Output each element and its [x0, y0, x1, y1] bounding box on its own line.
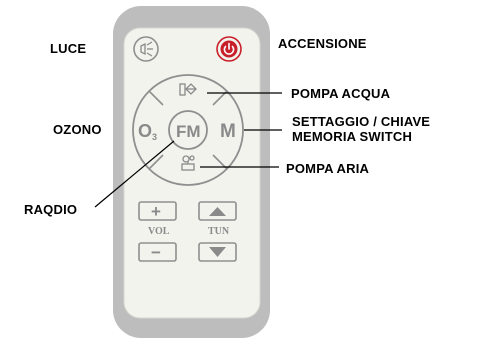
tune-up-button[interactable]: [198, 201, 237, 221]
label-settaggio-line1: SETTAGGIO / CHIAVE: [292, 114, 431, 129]
volume-up-button[interactable]: +: [138, 201, 177, 221]
fm-button-label: FM: [176, 122, 201, 141]
label-radio: RAQDIO: [24, 202, 78, 217]
dpad-divider: [148, 154, 164, 170]
triangle-down-icon: [209, 247, 226, 257]
label-luce: LUCE: [50, 41, 87, 56]
air-pump-button[interactable]: [181, 155, 195, 171]
light-button[interactable]: [133, 36, 159, 62]
air-pump-icon: [181, 155, 195, 171]
tune-down-button[interactable]: [198, 242, 237, 262]
volume-down-button[interactable]: −: [138, 242, 177, 262]
triangle-up-icon: [209, 207, 226, 216]
vol-caption: VOL: [148, 226, 170, 237]
ozone-button-subscript: 3: [152, 132, 157, 142]
power-button[interactable]: [216, 36, 242, 62]
label-pompa-acqua: POMPA ACQUA: [291, 86, 391, 101]
ozone-button[interactable]: O 3: [138, 121, 157, 142]
memory-button[interactable]: M: [220, 121, 236, 142]
dpad-divider: [148, 90, 164, 106]
label-settaggio-line2: MEMORIA SWITCH: [292, 129, 413, 144]
minus-label: −: [151, 243, 161, 262]
tun-caption: TUN: [208, 226, 230, 237]
water-pump-button[interactable]: [160, 78, 216, 104]
label-ozono: OZONO: [53, 122, 102, 137]
label-accensione: ACCENSIONE: [278, 36, 367, 51]
water-pump-icon: [179, 83, 197, 96]
ozone-button-label: O: [138, 121, 152, 141]
fm-button[interactable]: FM: [168, 110, 208, 150]
label-pompa-aria: POMPA ARIA: [286, 161, 370, 176]
label-settaggio: SETTAGGIO / CHIAVE MEMORIA SWITCH: [292, 114, 430, 144]
plus-label: +: [151, 202, 161, 221]
memory-button-label: M: [220, 121, 236, 142]
callout-line-radio: [94, 140, 175, 208]
power-icon: [223, 42, 235, 55]
lightbulb-icon: [140, 41, 153, 57]
